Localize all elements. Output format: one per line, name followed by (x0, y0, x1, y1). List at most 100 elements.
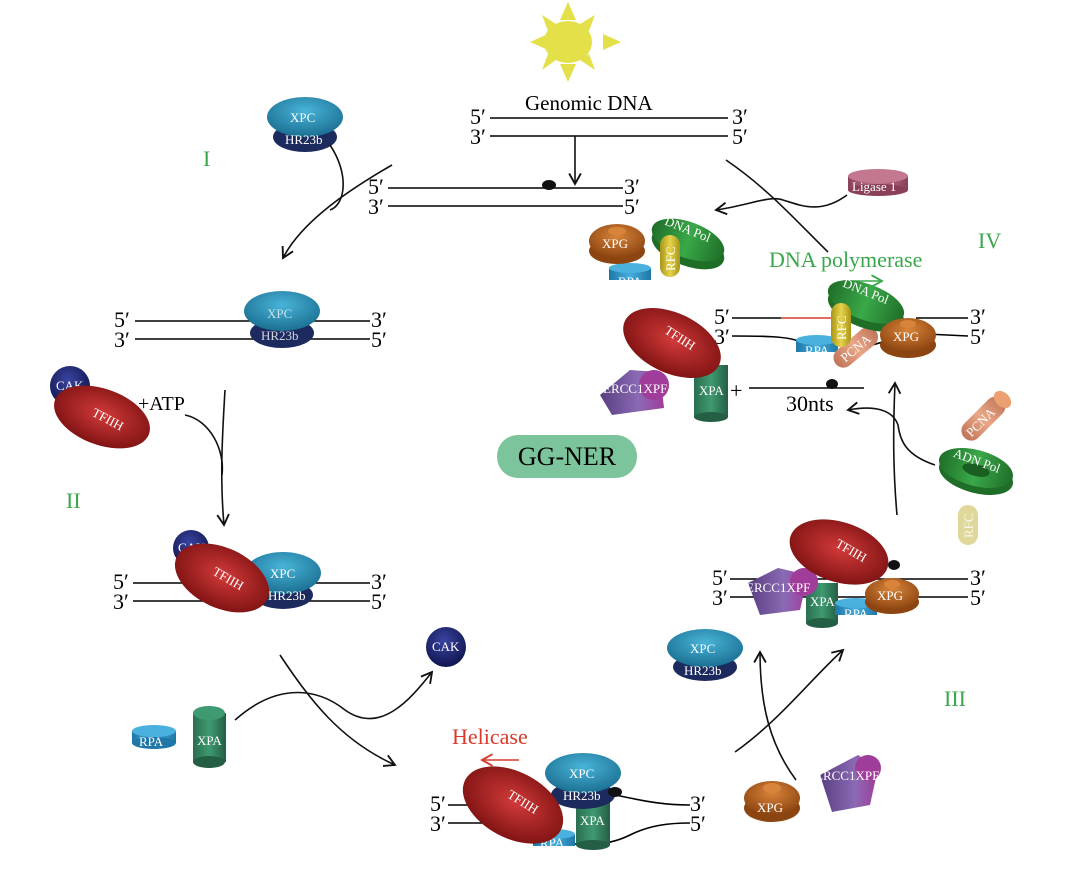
stage-i-arrow (281, 164, 393, 260)
xpg-label: XPG (893, 329, 919, 344)
strand-end-label: 3′ (114, 327, 130, 352)
genomic-dna: Genomic DNA 5′ 3′ 3′ 5′ (470, 91, 748, 186)
released-factors: RPA XPG DNA Pol RFC (589, 213, 725, 289)
free-xpa: XPA (193, 706, 226, 768)
xpc-label: XPC (690, 641, 715, 656)
stage-label-i: I (203, 146, 210, 171)
dna-lesion-icon (888, 560, 900, 570)
strand-end-label: 5′ (624, 194, 640, 219)
xpc-label: XPC (290, 110, 315, 125)
rfc-label: RFC (663, 246, 678, 271)
strand-end-label: 5′ (970, 324, 986, 349)
strand-end-label: 5′ (371, 327, 387, 352)
rpa-label: RPA (805, 343, 830, 358)
rfc-label: RFC (961, 513, 976, 538)
stage-iv-return-arrow (725, 159, 829, 253)
hr23b-label: HR23b (261, 328, 299, 343)
stage-iii-arrow (734, 648, 845, 753)
xpc-hr23b-complex: XPC HR23b (244, 291, 320, 348)
stage-ii-arrow (216, 389, 230, 527)
free-rpa: RPA (132, 725, 176, 749)
helicase-label: Helicase (452, 724, 528, 749)
dna-xpc-bound: 5′ 3′ 3′ 5′ XPC HR23b (114, 291, 387, 352)
damaged-dna: 5′ 3′ 3′ 5′ (368, 174, 640, 219)
strand-end-label: 3′ (732, 104, 748, 129)
stage-label-iii: III (944, 686, 966, 711)
dna-lesion-icon (826, 379, 838, 389)
excised-length-label: 30nts (786, 391, 834, 416)
strand-end-label: 5′ (714, 304, 730, 329)
atp-arrow (184, 414, 224, 476)
strand-end-label: 3′ (712, 585, 728, 610)
free-xpg: XPG (744, 781, 800, 822)
ligase-arrow (714, 194, 848, 216)
atp-label: +ATP (138, 393, 185, 415)
ligase-label: Ligase 1 (852, 179, 896, 194)
gg-ner-badge-bg (497, 435, 637, 478)
xpc-release-arrow (753, 650, 797, 781)
dna-lesion-icon (542, 180, 556, 190)
incision-complex: 5′ 3′ 3′ 5′ XPA RPA ERCC1XPF XPG TFIIH (712, 519, 986, 628)
strand-end-label: 3′ (371, 307, 387, 332)
plus-sign: + (730, 378, 742, 403)
rpa-label: RPA (844, 606, 869, 621)
strand-end-label: 3′ (470, 124, 486, 149)
free-pcna: PCNA (961, 390, 1012, 441)
gg-ner-label: GG-NER (518, 442, 617, 471)
excision-arrow (846, 401, 936, 466)
stage-iv-arrow (887, 381, 902, 516)
strand-end-label: 5′ (371, 589, 387, 614)
cak-release-arrow (234, 670, 434, 721)
strand-end-label: 3′ (368, 194, 384, 219)
xpg-label: XPG (602, 236, 628, 251)
repair-synthesis-dna: 5′ 3′ 3′ 5′ RPA PCNA DNA Pol RFC XPG (714, 275, 986, 368)
free-adn-pol: ADN Pol (939, 445, 1013, 495)
stage-label-ii: II (66, 488, 81, 513)
strand-end-label: 3′ (970, 565, 986, 590)
gg-ner-badge: GG-NER (497, 435, 637, 478)
hr23b-label: HR23b (268, 588, 306, 603)
xpc-hr23b-complex: XPC HR23b (267, 97, 343, 152)
free-ercc1xpf: ERCC1XPF (815, 755, 881, 812)
strand-end-label: 5′ (368, 174, 384, 199)
ercc1xpf-label: ERCC1XPF (815, 768, 879, 783)
released-cak: CAK (426, 627, 466, 667)
strand-end-label: 3′ (714, 324, 730, 349)
dna-tfiih-xpc-bound: 5′ 3′ 3′ 5′ XPC HR23b CAK TFIIH (113, 530, 387, 614)
free-ligase: Ligase 1 (848, 169, 908, 196)
strand-end-label: 5′ (114, 307, 130, 332)
strand-end-label: 3′ (970, 304, 986, 329)
released-xpc-hr23b: XPC HR23b (667, 629, 743, 681)
xpc-recruit-arrow (329, 144, 344, 211)
free-rfc-pale: RFC (958, 505, 978, 545)
dna-lesion-icon (608, 787, 622, 797)
cak-label: CAK (432, 639, 460, 654)
cak-tfiih-complex: CAK TFIIH (50, 366, 150, 449)
genomic-dna-title: Genomic DNA (525, 91, 654, 115)
strand-end-label: 5′ (430, 791, 446, 816)
strand-end-label: 3′ (371, 569, 387, 594)
strand-end-label: 5′ (113, 569, 129, 594)
strand-end-label: 5′ (470, 104, 486, 129)
rpa-label: RPA (139, 734, 164, 749)
strand-end-label: 3′ (690, 791, 706, 816)
hr23b-label: HR23b (285, 132, 323, 147)
xpc-label: XPC (569, 766, 594, 781)
strand-end-label: 5′ (970, 585, 986, 610)
xpc-label: XPC (270, 566, 295, 581)
rfc-label: RFC (834, 315, 849, 340)
strand-end-label: 5′ (690, 811, 706, 836)
ercc1xpf-label: ERCC1XPF (603, 381, 667, 396)
strand-end-label: 5′ (732, 124, 748, 149)
hr23b-label: HR23b (684, 663, 722, 678)
strand-end-label: 3′ (624, 174, 640, 199)
hr23b-label: HR23b (563, 788, 601, 803)
stage-ii-to-helicase-arrow (279, 654, 397, 767)
xpa-label: XPA (197, 733, 222, 748)
xpg-label: XPG (877, 588, 903, 603)
xpa-label: XPA (699, 383, 724, 398)
stage-label-iv: IV (978, 228, 1001, 253)
sun-icon (530, 2, 621, 82)
strand-end-label: 3′ (430, 811, 446, 836)
